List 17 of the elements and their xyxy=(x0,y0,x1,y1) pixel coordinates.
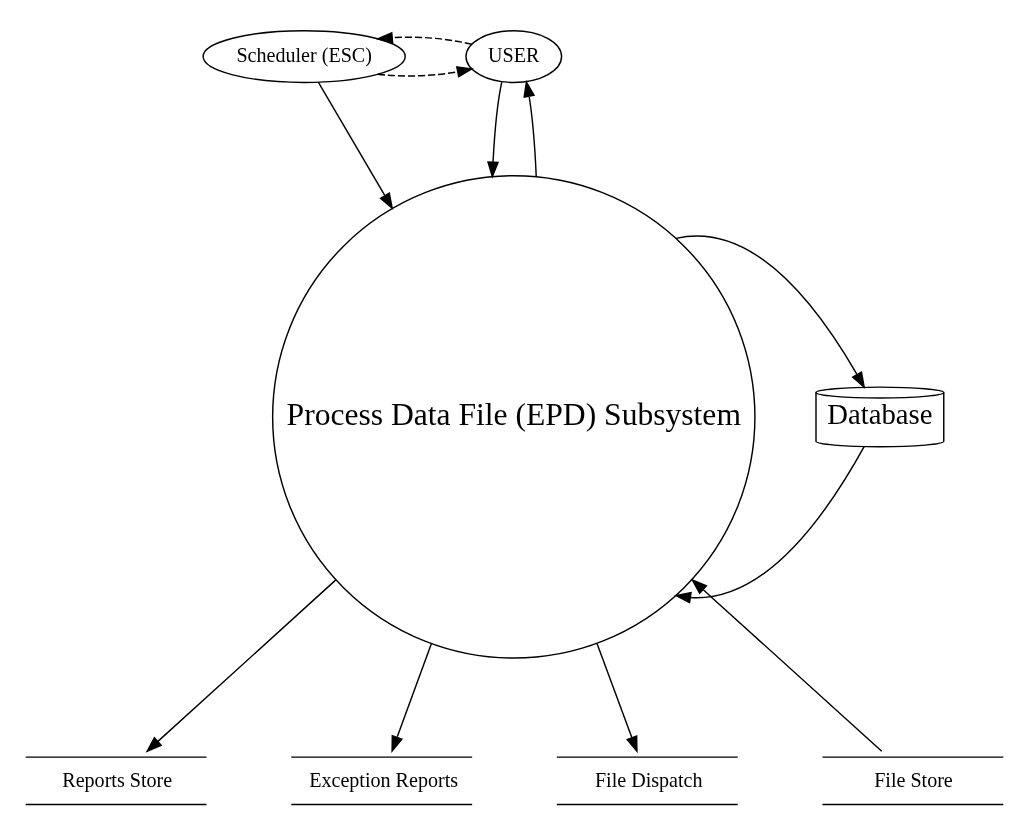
node-circle: Process Data File (EPD) Subsystem xyxy=(271,174,756,659)
arrow xyxy=(690,577,883,752)
arrow xyxy=(375,31,473,45)
node-ellipse: USER xyxy=(465,29,563,83)
arrow xyxy=(145,578,337,753)
node-text: File Store xyxy=(874,768,953,791)
arrow xyxy=(523,79,537,177)
arrow xyxy=(675,235,866,389)
node-text: Reports Store xyxy=(62,768,173,791)
node-text: File Dispatch xyxy=(594,768,703,791)
node-text: Exception Reports xyxy=(309,768,459,791)
arrow xyxy=(377,65,474,78)
arrow xyxy=(391,642,432,753)
arrow xyxy=(317,81,394,210)
arrow xyxy=(487,80,503,179)
arrow xyxy=(673,445,865,604)
arrow xyxy=(596,642,638,753)
